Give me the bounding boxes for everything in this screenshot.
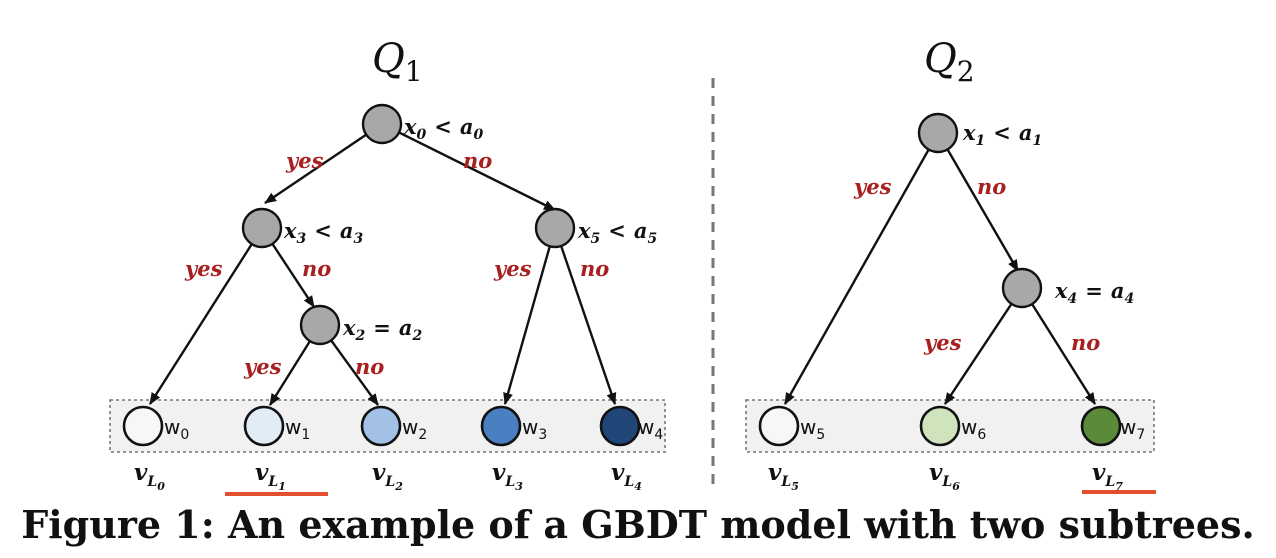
tree-title-q2: Q2 [924, 36, 975, 88]
leaf-node-L6 [919, 405, 961, 447]
split-condition-n3: x3<a3 [283, 218, 364, 247]
edge-n0-n3 [264, 123, 383, 204]
leaf-value-L1: vL1 [255, 459, 286, 493]
q2-edges [783, 132, 1097, 405]
split-condition-n2: x2=a2 [342, 315, 423, 344]
leaf-node-L1 [243, 405, 285, 447]
edge-label-n0-n3: yes [285, 148, 324, 173]
edge-label-n5-L3: yes [493, 256, 532, 281]
leaf-value-L3: vL3 [492, 459, 523, 493]
leaf-node-L4 [599, 405, 641, 447]
leaf-weight-L7: w7 [1120, 415, 1145, 443]
internal-node-n0 [361, 103, 403, 145]
leaf-value-L5: vL5 [768, 459, 799, 493]
edge-label-n2-L2: no [355, 354, 384, 379]
edge-label-n4-L7: no [1071, 330, 1100, 355]
edge-label-n2-L1: yes [243, 354, 282, 379]
leaf-node-L0 [122, 405, 164, 447]
internal-node-n5 [534, 207, 576, 249]
edge-label-n5-L4: no [580, 256, 609, 281]
leaf-L7: w7 vL7 [1080, 405, 1145, 493]
internal-node-n3 [241, 207, 283, 249]
edge-n5-L4 [553, 227, 617, 405]
split-condition-n5: x5<a5 [577, 218, 657, 247]
edge-label-n3-n2: no [302, 256, 331, 281]
leaf-weight-L3: w3 [522, 415, 547, 443]
tree-title-q1: Q1 [372, 36, 423, 88]
leaf-node-L5 [758, 405, 800, 447]
leaf-value-L7: vL7 [1092, 459, 1123, 493]
edge-n1-L5 [783, 132, 940, 405]
edge-n0-n5 [381, 122, 556, 212]
leaf-weight-L4: w4 [638, 415, 663, 443]
leaf-weight-L0: w0 [164, 415, 189, 443]
internal-node-n1 [917, 112, 959, 154]
edge-n1-n4 [936, 132, 1020, 272]
edge-label-n1-L5: yes [853, 174, 892, 199]
leaf-L6: w6 vL6 [919, 405, 986, 493]
figure-caption: Figure 1: An example of a GBDT model wit… [21, 502, 1254, 547]
leaf-value-L2: vL2 [372, 459, 403, 493]
leaf-L1: w1 vL1 [243, 405, 310, 493]
edge-n4-L6 [944, 287, 1023, 405]
edge-n3-L0 [148, 227, 264, 405]
leaf-L2: w2 vL2 [360, 405, 427, 493]
edge-n5-L3 [503, 227, 557, 405]
leaf-node-L7 [1080, 405, 1122, 447]
internal-node-n4 [1001, 267, 1043, 309]
leaf-weight-L5: w5 [800, 415, 825, 443]
leaf-value-L0: vL0 [134, 459, 165, 493]
split-condition-n4: x4=a4 [1054, 278, 1134, 307]
leaf-L4: w4 vL4 [599, 405, 663, 493]
internal-node-n2 [299, 304, 341, 346]
leaf-value-L4: vL4 [611, 459, 642, 493]
leaf-weight-L6: w6 [961, 415, 986, 443]
leaf-L0: w0 vL0 [122, 405, 189, 493]
split-condition-n0: x0<a0 [403, 114, 484, 143]
leaf-L3: w3 vL3 [480, 405, 547, 493]
edge-n4-L7 [1020, 287, 1097, 405]
split-condition-n1: x1<a1 [962, 120, 1042, 149]
leaf-value-L6: vL6 [929, 459, 960, 493]
edge-label-n4-L6: yes [923, 330, 962, 355]
leaf-L5: w5 vL5 [758, 405, 825, 493]
leaf-weight-L1: w1 [285, 415, 310, 443]
edge-label-n3-L0: yes [184, 256, 223, 281]
leaf-weight-L2: w2 [402, 415, 427, 443]
leaf-node-L2 [360, 405, 402, 447]
edge-label-n1-n4: no [977, 174, 1006, 199]
edge-label-n0-n5: no [463, 148, 492, 173]
leaf-node-L3 [480, 405, 522, 447]
